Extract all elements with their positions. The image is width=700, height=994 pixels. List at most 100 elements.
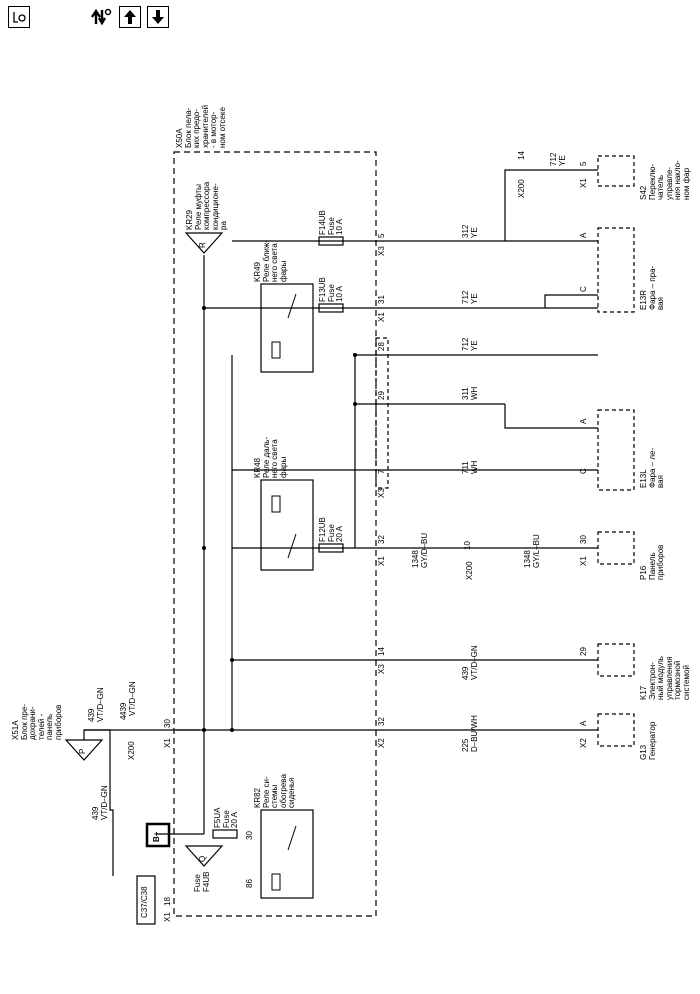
pin-x1-s42: X1 [579, 178, 588, 188]
pin-x3-k17: X3 [377, 664, 386, 674]
pin-x1-p16b: X1 [579, 556, 588, 566]
kr48-label: KR48 Реле даль- него света фары [253, 436, 288, 478]
fuse-f13ub [318, 303, 344, 313]
wire-439-k17-label: 439 VT/D–GN [461, 645, 479, 680]
kr49-coil [271, 341, 281, 359]
splice-p-label: P [78, 748, 87, 754]
component-e13l-label: E13L Фара – ле- вая [639, 447, 665, 488]
wire-311-to-e13l [504, 404, 598, 429]
splice-r-label: R [198, 242, 207, 248]
e13l-outline [597, 409, 635, 491]
kr49-label: KR49 Реле ближ- него света фары [253, 240, 288, 282]
pin-a-e13r: A [579, 232, 588, 238]
wire-312-label: 312 YE [461, 224, 479, 238]
splice-r [184, 232, 224, 254]
pin-x200-b: X200 [465, 561, 474, 580]
pin-x2: X2 [377, 738, 386, 748]
location-view-icon [13, 12, 26, 23]
x3-connector-bracket [375, 337, 389, 489]
fuse-f5ua-label: F5UA Fuse 20 A [213, 807, 239, 828]
pin-x3-s42: X3 [377, 246, 386, 256]
wire-712a-label: 712 YE [461, 337, 479, 351]
e13r-outline [597, 227, 635, 313]
pin-31: 31 [377, 295, 386, 304]
fuse-f13ub-label: F13UB Fuse 10 A [318, 277, 344, 302]
k17-outline [597, 643, 635, 677]
wire-711-label: 711 WH [461, 460, 479, 474]
pin-x200-a: X200 [127, 741, 136, 760]
wrench-up-down-button[interactable] [88, 6, 112, 28]
component-e13r-label: E13R Фара – пра- вая [639, 265, 665, 310]
arrow-up-icon [124, 10, 136, 24]
wire-1348a-label: 1348 GY/D–BU [411, 532, 429, 568]
pin-x200-c: X200 [517, 179, 526, 198]
fuse-f12ub-label: F12UB Fuse 20 A [318, 517, 344, 542]
pin-7: 7 [377, 469, 386, 474]
splice-p [64, 739, 104, 761]
kr29-label: KR29 Реле муфты компрессора кондиционе- … [185, 181, 228, 230]
g13-outline [597, 713, 635, 747]
pin-29-k17: 29 [579, 647, 588, 656]
wire-311-label: 311 WH [461, 386, 479, 400]
wire-712-to-s42 [504, 169, 540, 241]
arrow-up-button[interactable] [119, 6, 141, 28]
pin-x1-e13r: X1 [377, 312, 386, 322]
wire-1348b-label: 1348 GY/L–BU [523, 534, 541, 568]
fuse-f5ua [212, 829, 238, 839]
pin-18: 18 [163, 897, 172, 906]
x50a-fuse-block-outline [173, 151, 377, 917]
pin-5-s42: 5 [579, 161, 588, 166]
pin-10: 10 [463, 541, 472, 550]
wire-225-label: 225 D–BU/WH [461, 715, 479, 752]
splice-q [184, 845, 224, 867]
wire-712b-label: 712 YE [461, 290, 479, 304]
splice-q-label: Q [198, 855, 207, 862]
toolbar [0, 0, 700, 44]
location-view-button[interactable] [8, 6, 30, 28]
fuse-f14ub-label: F14UB Fuse 10 A [318, 210, 344, 235]
arrow-down-button[interactable] [147, 6, 169, 28]
kr48-coil [271, 495, 281, 513]
pin-x1-18: X1 [163, 912, 172, 922]
component-p16-label: P16 Панель приборов [639, 544, 665, 580]
x50a-label: X50A Блок пела- ких предо- хранителей - … [175, 104, 227, 148]
s42-outline [597, 155, 635, 187]
wire-439-left-label: 439 VT/D–GN [91, 785, 109, 820]
pin-c-e13l: C [579, 468, 588, 474]
pin-c-e13r: C [579, 286, 588, 292]
pin-5: 5 [377, 233, 386, 238]
wire-439-left [83, 729, 114, 876]
kr82-label: KR82 Реле си- стемы обогрева сиденья [253, 774, 296, 808]
kr48-switch [287, 533, 297, 559]
pin-30-kr82: 30 [245, 831, 254, 840]
fuse-f14ub [318, 236, 344, 246]
wire-439-top-label: 439 VT/D–GN [87, 687, 105, 722]
pin-x1-p16: X1 [377, 556, 386, 566]
pin-x1: X1 [163, 738, 172, 748]
component-s42-label: S42 Переклю- чатель управле- ния накло- … [639, 160, 691, 200]
wire-712c-label: 712 YE [549, 152, 567, 166]
kr49-switch [287, 293, 297, 319]
kr82-switch [287, 825, 297, 851]
pin-a-e13l: A [579, 418, 588, 424]
component-g13-label: G13 Генератор [639, 721, 657, 760]
pin-x2-g13: X2 [579, 738, 588, 748]
arrow-down-icon [152, 10, 164, 24]
pin-4: 4 [119, 715, 128, 720]
junction-dots [202, 306, 357, 732]
x51a-label: X51A Блок пре- дохрани- телей - панель п… [11, 704, 63, 740]
c37-c38-box [136, 875, 156, 925]
pin-32-x2: 32 [377, 717, 386, 726]
b-plus-box [145, 822, 171, 848]
wire-439-mid-label: 439 VT/D–GN [119, 681, 137, 716]
relay-kr82-box [260, 809, 314, 899]
pin-14: 14 [377, 647, 386, 656]
kr82-coil [271, 873, 281, 891]
p16-outline [597, 531, 635, 565]
pin-86: 86 [245, 879, 254, 888]
pin-a-g13: A [579, 720, 588, 726]
fuse-f12ub [318, 543, 344, 553]
b-plus-label: B+ [152, 831, 161, 842]
relay-kr49-box [260, 283, 314, 373]
